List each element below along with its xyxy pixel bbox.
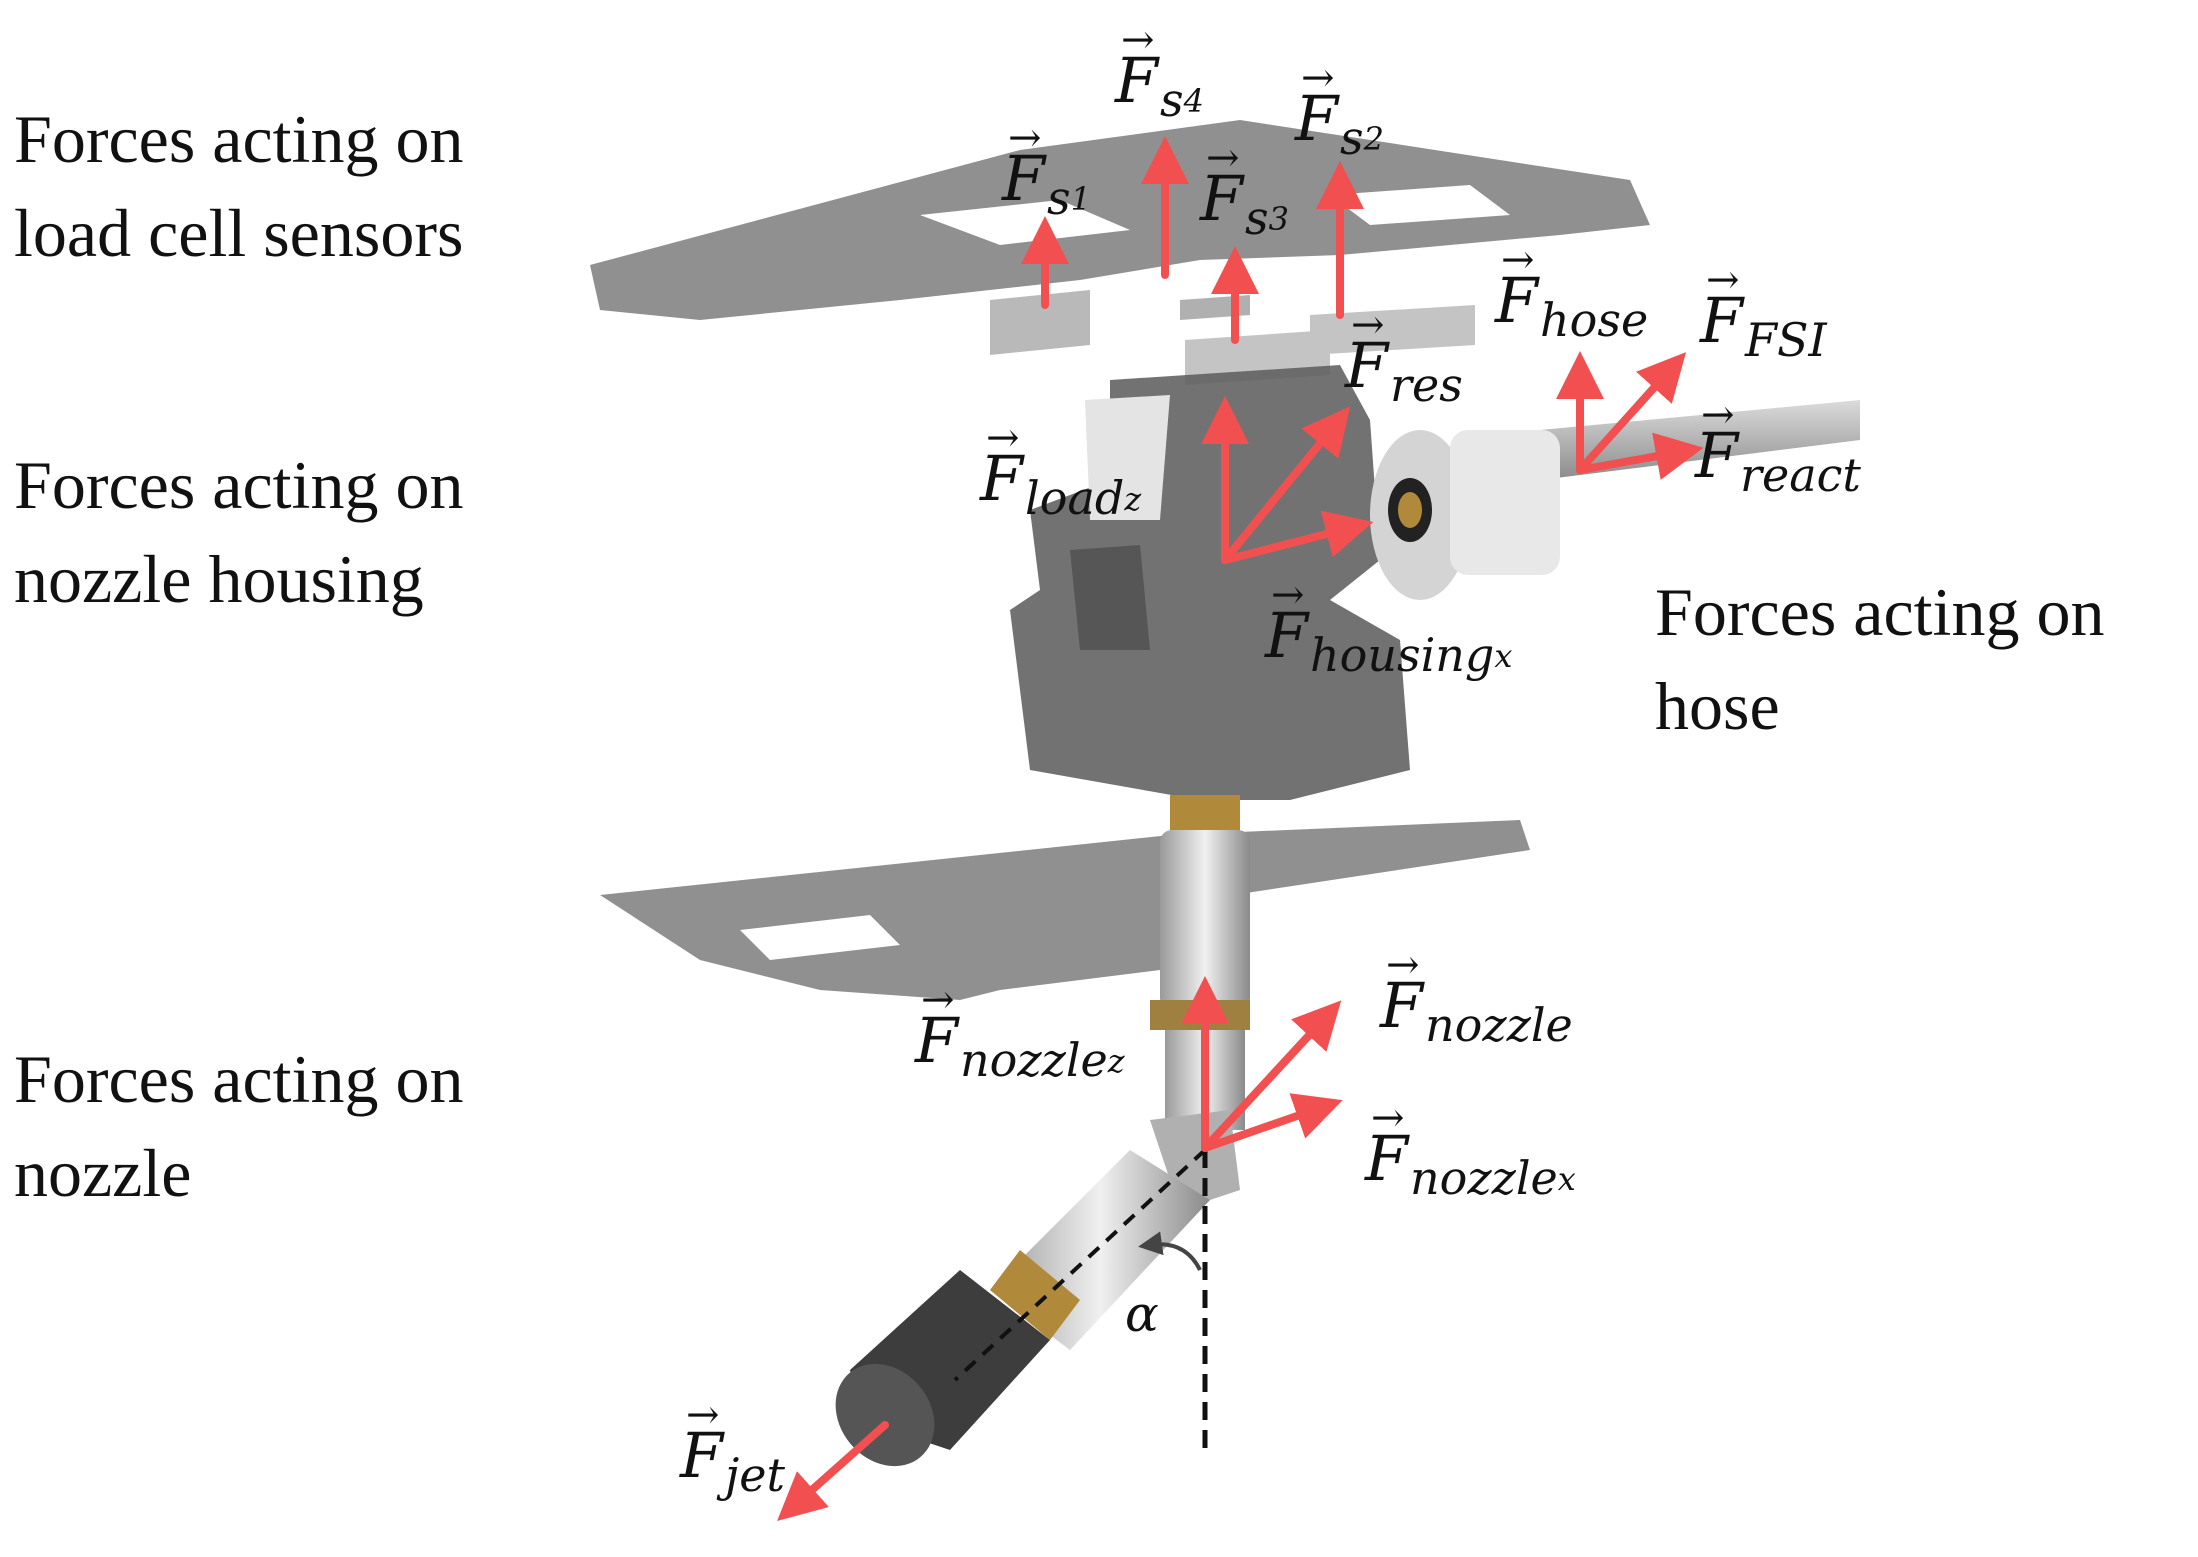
label-load-cell-sensors: Forces acting on load cell sensors [14, 101, 464, 271]
label-hose: Forces acting on hose [1655, 574, 2105, 744]
force-label-fsi: FFSI [1700, 260, 1827, 363]
arrow-fhousing [1221, 510, 1374, 564]
force-label-s1: Fs1 [1002, 118, 1091, 221]
nozzle-housing-body [1010, 365, 1410, 800]
force-label-nozzle: Fnozzle [1380, 945, 1573, 1048]
force-label-nozzle-x: Fnozzlex [1365, 1098, 1576, 1201]
arrow-ffsi [1576, 352, 1687, 474]
force-label-s2: Fs2 [1295, 58, 1384, 161]
force-label-jet: Fjet [680, 1395, 785, 1498]
arrow-fnozzlex [1201, 1093, 1343, 1152]
force-label-nozzle-z: Fnozzlez [915, 980, 1125, 1083]
arrow-fjet [777, 1421, 889, 1521]
arrow-fnozzle [1201, 1000, 1342, 1152]
force-arrows [777, 136, 1704, 1521]
angle-alpha-label: α [1125, 1285, 1159, 1343]
arrow-freact [1576, 432, 1704, 480]
force-label-s4: Fs4 [1115, 20, 1204, 123]
force-label-res: Fres [1345, 305, 1463, 408]
lower-mounting-plate [600, 820, 1530, 1000]
force-label-react: Freact [1695, 395, 1861, 498]
force-label-housing-x: Fhousingx [1265, 575, 1512, 678]
force-label-s3: Fs3 [1200, 138, 1289, 241]
label-nozzle: Forces acting on nozzle [14, 1041, 464, 1211]
arrow-fres [1221, 406, 1351, 564]
upper-sensor-plate [590, 120, 1650, 320]
label-nozzle-housing: Forces acting on nozzle housing [14, 447, 464, 617]
angle-reference-lines [953, 1148, 1208, 1450]
force-label-hose: Fhose [1495, 240, 1648, 343]
force-label-load-z: Floadz [980, 418, 1141, 521]
